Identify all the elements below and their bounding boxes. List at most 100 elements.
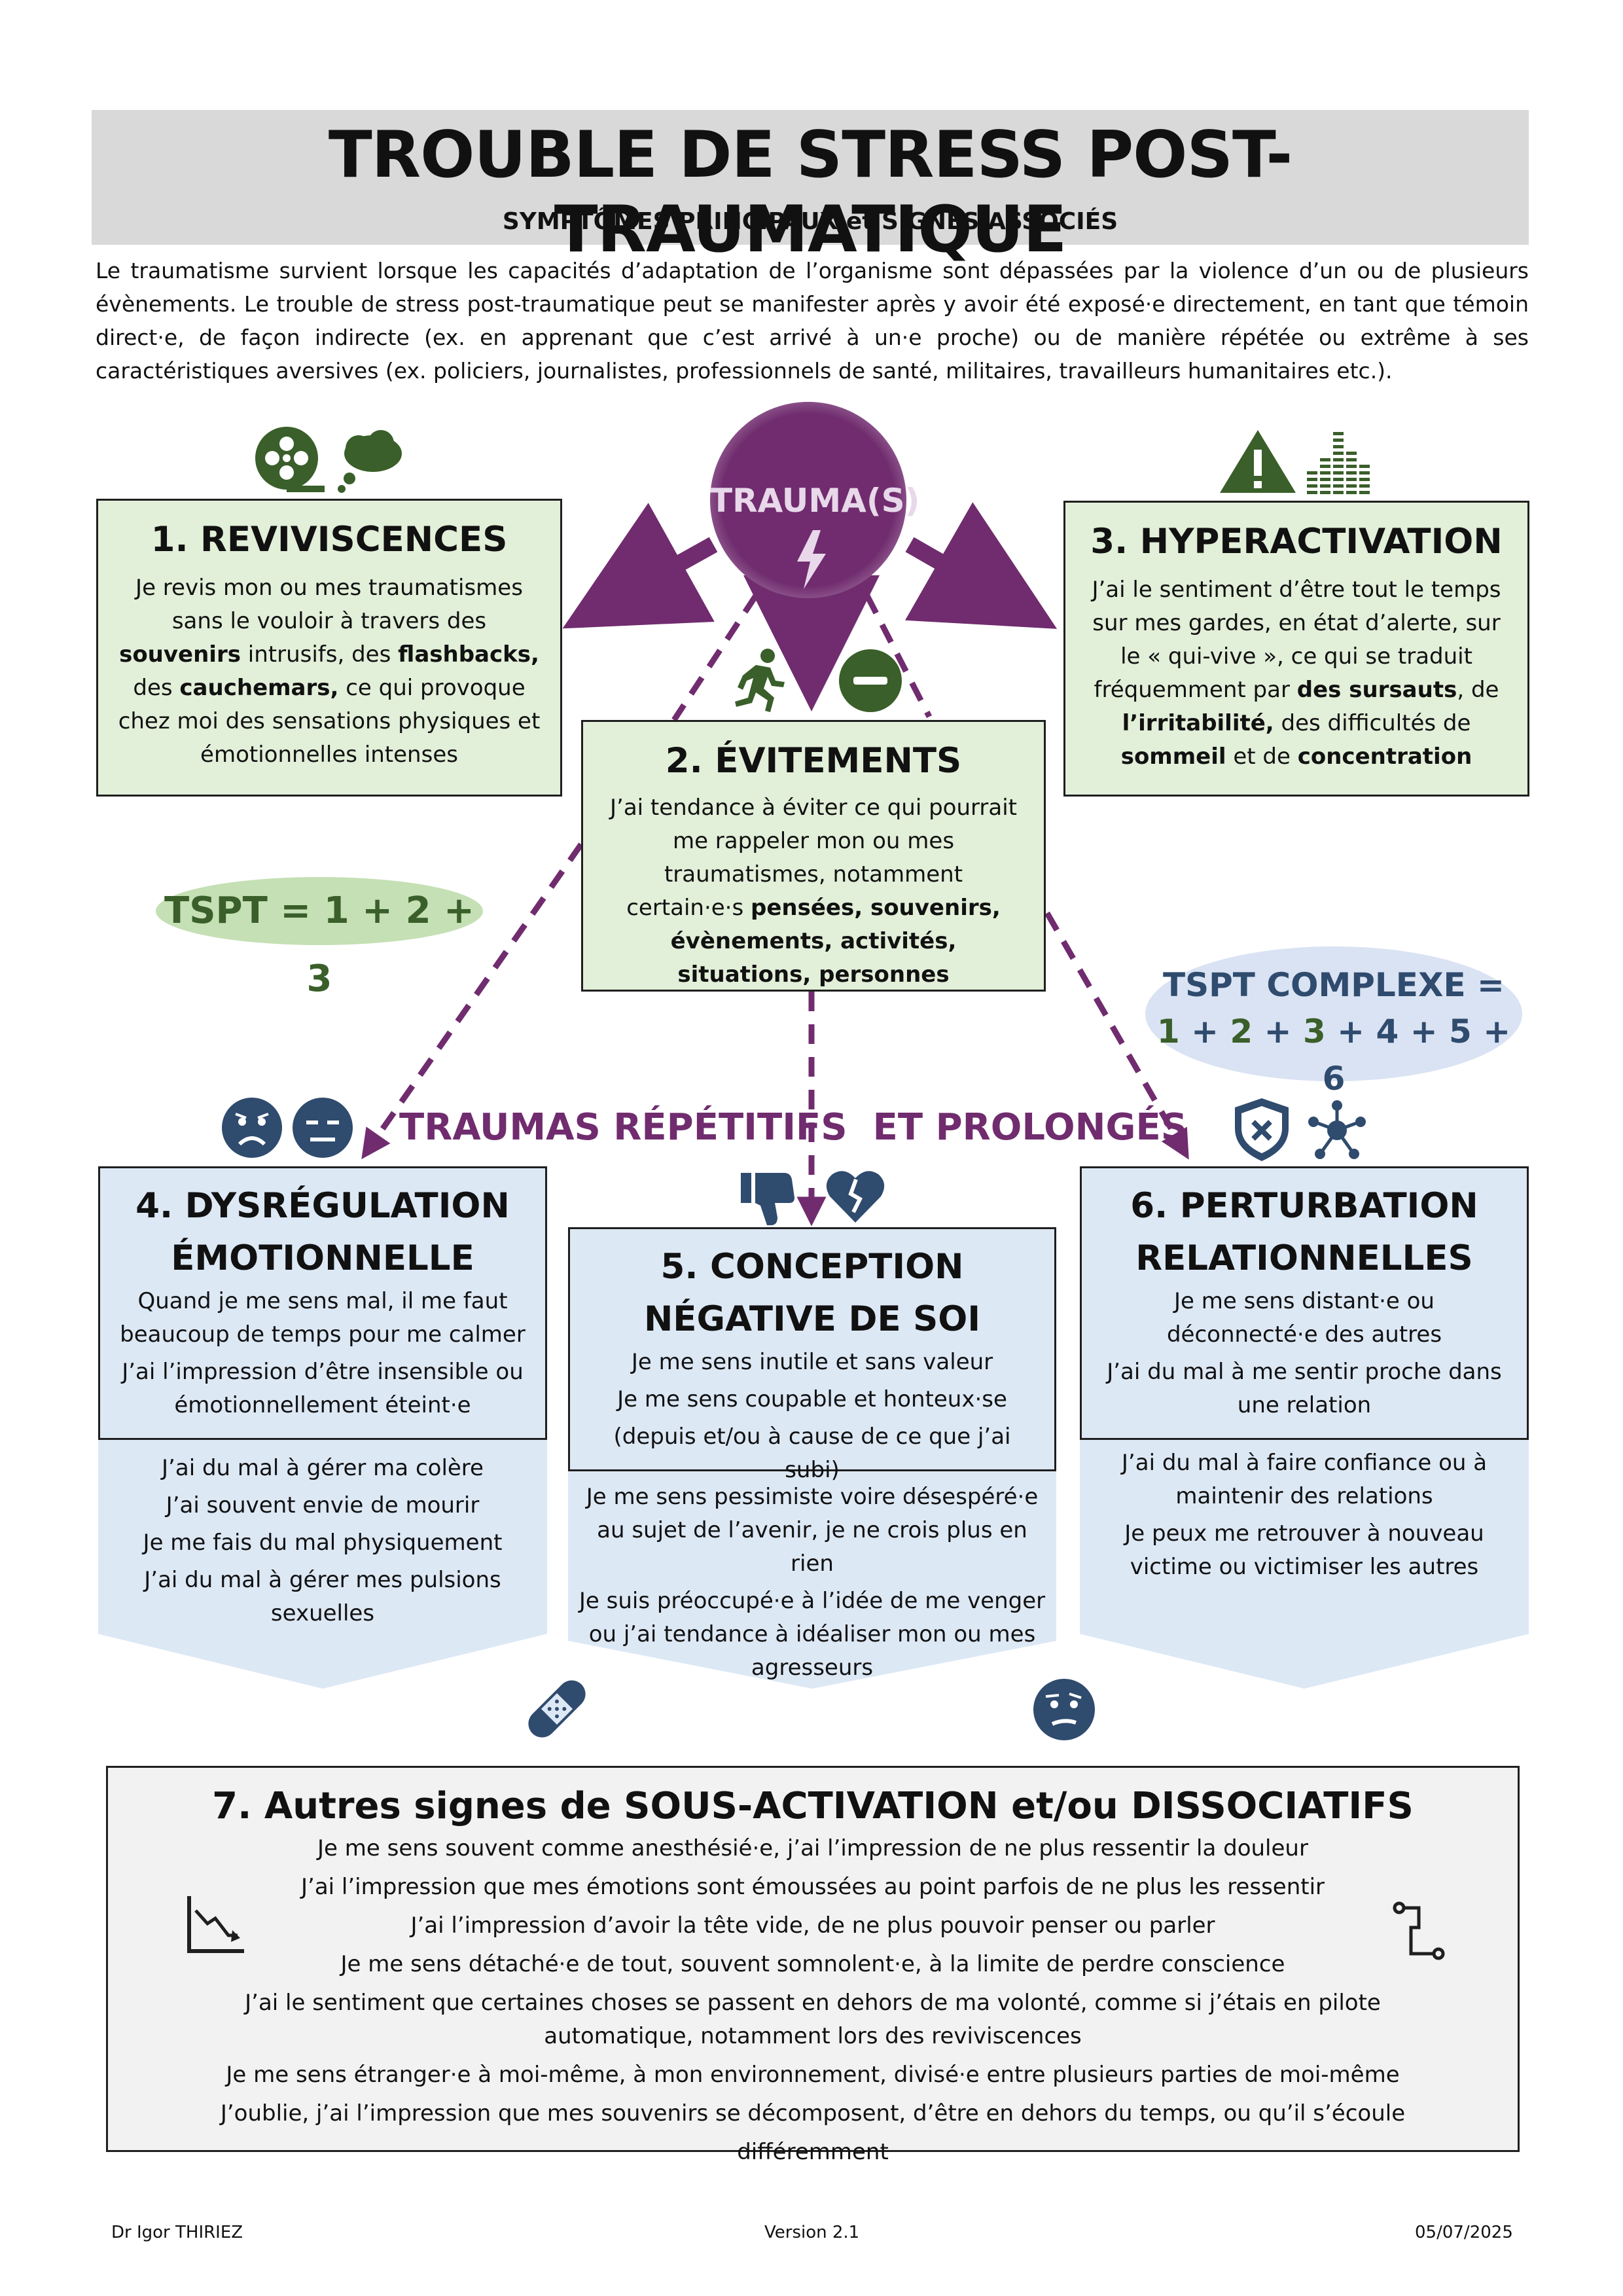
box1-text-part: ce qui provoque chez moi des sensations …	[118, 675, 541, 768]
trauma-label: TRAUMA(S)	[710, 482, 920, 520]
formula-number: 1	[1156, 1013, 1180, 1050]
declining-chart-icon	[187, 1896, 244, 1953]
box-evitements: 2. ÉVITEMENTS J’ai tendance à éviter ce …	[581, 720, 1046, 992]
box6-title-line: 6. PERTURBATION	[1130, 1186, 1478, 1226]
box1-bold-flashbacks: flashbacks,	[398, 641, 539, 668]
box5-line: Je me sens inutile et sans valeur	[631, 1349, 993, 1375]
broken-heart-icon	[826, 1171, 885, 1223]
box5-chevron	[568, 1471, 1056, 1689]
box1-text: Je revis mon ou mes traumatismes sans le…	[118, 571, 541, 772]
box6-more: J’ai du mal à faire confiance ou à maint…	[1106, 1446, 1503, 1588]
box3-bold-concentration: concentration	[1297, 744, 1472, 770]
tspt-complex-label: TSPT COMPLEXE =	[1163, 966, 1505, 1004]
box5-line: Je me sens coupable et honteux·se	[617, 1386, 1007, 1412]
box5-title-line: NÉGATIVE DE SOI	[643, 1299, 981, 1339]
box4-more-line: J’ai du mal à gérer mes pulsions sexuell…	[144, 1567, 501, 1626]
arrow-to-box1	[562, 503, 718, 629]
formula-plus: +	[1483, 1013, 1511, 1050]
formula-plus: +	[1191, 1013, 1219, 1050]
box1-text-part: intrusifs, des	[240, 641, 399, 668]
box1-bold-souvenirs: souvenirs	[119, 641, 241, 668]
box-dysregulation: 4. DYSRÉGULATION ÉMOTIONNELLE Quand je m…	[98, 1166, 547, 1440]
box4-more-line: J’ai du mal à gérer ma colère	[162, 1455, 484, 1481]
box4-title: 4. DYSRÉGULATION ÉMOTIONNELLE	[100, 1180, 545, 1285]
box3-text: J’ai le sentiment d’être tout le temps s…	[1085, 573, 1508, 774]
box2-text: J’ai tendance à éviter ce qui pourrait m…	[603, 791, 1024, 992]
box4-text: Quand je me sens mal, il me faut beaucou…	[113, 1285, 532, 1422]
box6-line: J’ai du mal à me sentir proche dans une …	[1107, 1359, 1502, 1418]
page-title: TROUBLE DE STRESS POST-TRAUMATIQUE	[328, 118, 1293, 267]
box3-bold-sursauts: des sursauts	[1296, 677, 1457, 703]
box4-more-line: Je me fais du mal physiquement	[143, 1530, 503, 1556]
formula-number: 4	[1376, 1013, 1399, 1050]
box3-text-part: et de	[1226, 744, 1298, 770]
box3-title: 3. HYPERACTIVATION	[1090, 522, 1503, 562]
bandage-icon	[528, 1680, 586, 1738]
formula-plus: +	[1337, 1013, 1365, 1050]
box5-more-line: Je me sens pessimiste voire désespéré·e …	[586, 1484, 1039, 1577]
formula-number: 2	[1230, 1013, 1253, 1050]
intro-text: Le traumatisme survient lorsque les capa…	[96, 258, 1529, 384]
box2-title: 2. ÉVITEMENTS	[665, 741, 962, 781]
box3-text-part: J’ai le sentiment d’être tout le temps s…	[1092, 577, 1501, 703]
box3-bold-sommeil: sommeil	[1120, 744, 1226, 770]
footer-date: 05/07/2025	[1415, 2223, 1513, 2242]
formula-plus: +	[1410, 1013, 1438, 1050]
box1-title: 1. REVIVISCENCES	[151, 520, 508, 560]
box4-chevron	[98, 1440, 547, 1689]
trauma-circle	[710, 402, 906, 598]
box-conception-negative: 5. CONCEPTION NÉGATIVE DE SOI Je me sens…	[568, 1227, 1056, 1483]
thumbs-down-icon	[741, 1173, 794, 1225]
box6-line: Je me sens distant·e ou déconnecté·e des…	[1166, 1288, 1442, 1348]
box-hyperactivation: 3. HYPERACTIVATION J’ai le sentiment d’ê…	[1063, 501, 1529, 797]
box4-title-line: 4. DYSRÉGULATION	[135, 1186, 510, 1226]
box3-text-part: des difficultés de	[1274, 710, 1471, 736]
repeated-traumas-label: TRAUMAS RÉPÉTITIFS ET PROLONGÉS	[399, 1106, 1188, 1149]
stairs-path-icon	[1393, 1901, 1445, 1960]
network-icon	[1308, 1100, 1366, 1159]
formula-number: 3	[1302, 1013, 1326, 1050]
lightning-icon	[797, 530, 826, 589]
box7-line: Je me sens étranger·e à moi-même, à mon …	[226, 2062, 1400, 2088]
thought-cloud-icon	[338, 430, 402, 493]
tspt-complex-sum: 1 + 2 + 3 + 4 + 5 + 6	[1145, 1008, 1522, 1102]
dash-to-box6	[1044, 911, 1189, 1160]
arrow-to-box3	[904, 502, 1058, 629]
box6-more-line: Je peux me retrouver à nouveau victime o…	[1124, 1520, 1484, 1580]
box7-line: Je me sens détaché·e de tout, souvent so…	[340, 1951, 1285, 1977]
tspt-complex-formula: TSPT COMPLEXE = 1 + 2 + 3 + 4 + 5 + 6	[1145, 946, 1522, 1098]
box5-more-line: Je suis préoccupé·e à l’idée de me venge…	[579, 1588, 1046, 1681]
box2-text-part: J’ai tendance à éviter ce qui pourrait m…	[610, 795, 1017, 921]
running-person-icon	[735, 649, 785, 712]
box6-title-line: RELATIONNELLES	[1135, 1238, 1473, 1278]
box3-text-part: , de	[1457, 677, 1499, 703]
box-perturbation-relationnelles: 6. PERTURBATION RELATIONNELLES Je me sen…	[1080, 1166, 1529, 1440]
footer-version: Version 2.1	[764, 2223, 860, 2242]
box6-text: Je me sens distant·e ou déconnecté·e des…	[1101, 1285, 1507, 1422]
formula-number: 6	[1322, 1060, 1346, 1098]
box7-list: Je me sens souvent comme anesthésié·e, j…	[160, 1829, 1465, 2172]
box4-more-line: J’ai souvent envie de mourir	[166, 1492, 480, 1518]
confused-face-icon	[1033, 1679, 1095, 1740]
box1-text-part: Je revis mon ou mes traumatismes sans le…	[135, 575, 523, 634]
box5-more: Je me sens pessimiste voire désespéré·e …	[575, 1480, 1050, 1689]
dash-trauma-left	[671, 594, 758, 722]
minus-circle-icon	[839, 649, 902, 712]
box7-line: J’ai l’impression d’avoir la tête vide, …	[410, 1912, 1215, 1939]
box6-chevron	[1080, 1440, 1529, 1689]
box1-bold-cauchemars: cauchemars,	[179, 675, 339, 701]
tspt-simple-formula: TSPT = 1 + 2 + 3	[156, 877, 483, 1000]
box2-bold-list: pensées, souvenirs, évènements, activité…	[670, 895, 1001, 988]
box5-line: (depuis et/ou à cause de ce que j’ai sub…	[613, 1424, 1011, 1483]
box7-line: J’oublie, j’ai l’impression que mes souv…	[220, 2100, 1406, 2165]
box6-title: 6. PERTURBATION RELATIONNELLES	[1082, 1180, 1527, 1285]
formula-plus: +	[1264, 1013, 1292, 1050]
formula-number: 5	[1449, 1013, 1472, 1050]
dash-trauma-right	[864, 594, 933, 719]
box5-title-line: 5. CONCEPTION	[660, 1247, 964, 1287]
footer-author: Dr Igor THIRIEZ	[111, 2223, 243, 2242]
box1-text-part: des	[133, 675, 180, 701]
box4-title-line: ÉMOTIONNELLE	[171, 1238, 474, 1278]
box7-title: 7. Autres signes de SOUS-ACTIVATION et/o…	[212, 1785, 1414, 1827]
shield-cross-icon	[1235, 1098, 1289, 1161]
